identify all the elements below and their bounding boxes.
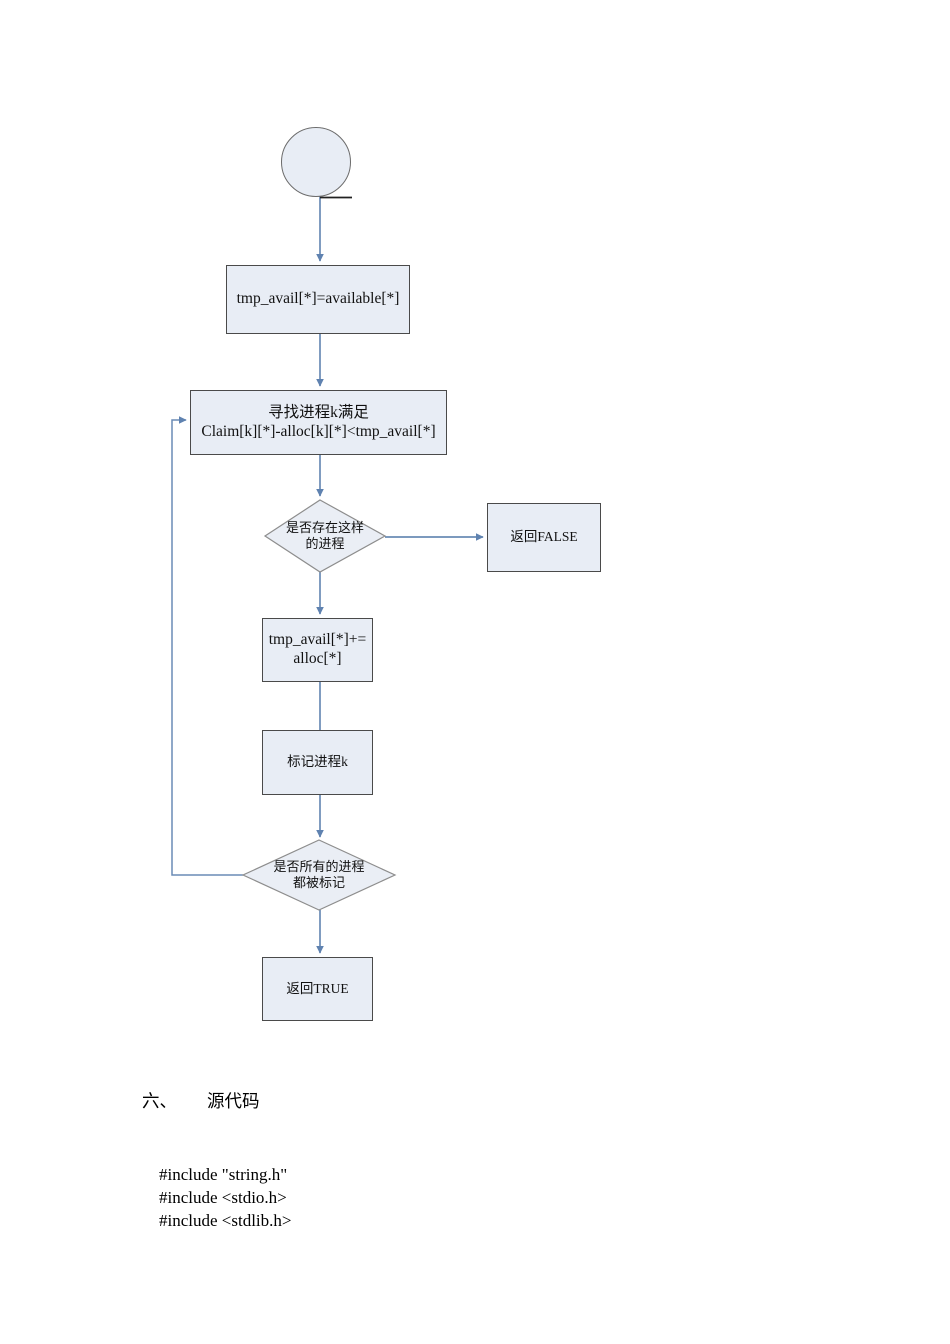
node-find-process-line1: 寻找进程k满足 xyxy=(268,403,369,421)
node-init-label: tmp_avail[*]=available[*] xyxy=(236,290,400,308)
node-decision-all-marked-line1: 是否所有的进程 xyxy=(273,859,365,875)
node-find-process-line2: Claim[k][*]-alloc[k][*]<tmp_avail[*] xyxy=(201,422,436,440)
node-decision-exists-line1: 是否存在这样 xyxy=(285,520,364,536)
section-number-label: 六、 xyxy=(142,1091,177,1111)
node-accumulate-line1: tmp_avail[*]+= xyxy=(268,631,367,649)
node-return-false[interactable]: 返回FALSE xyxy=(487,503,601,572)
node-return-true-label: 返回TRUE xyxy=(286,980,349,996)
code-line-0: #include "string.h" xyxy=(142,1145,287,1205)
code-line-1: #include <stdio.h> xyxy=(142,1168,287,1228)
node-init-tmp-avail[interactable]: tmp_avail[*]=available[*] xyxy=(226,265,410,334)
code-line-1-text: #include <stdio.h> xyxy=(159,1188,287,1207)
page-title: 源代码 xyxy=(207,1088,260,1113)
edge-loop-back-to-find xyxy=(171,416,243,876)
section-title-label: 源代码 xyxy=(207,1091,260,1111)
code-line-2: #include <stdlib.h> xyxy=(142,1191,292,1251)
section-number: 六、 xyxy=(142,1088,177,1113)
node-find-process[interactable]: 寻找进程k满足 Claim[k][*]-alloc[k][*]<tmp_avai… xyxy=(190,390,447,455)
node-mark-process-label: 标记进程k xyxy=(287,754,348,770)
node-decision-all-marked[interactable]: 是否所有的进程 都被标记 xyxy=(243,840,395,910)
node-return-true[interactable]: 返回TRUE xyxy=(262,957,373,1021)
node-mark-process[interactable]: 标记进程k xyxy=(262,730,373,795)
start-terminator[interactable] xyxy=(281,127,351,197)
node-decision-exists[interactable]: 是否存在这样 的进程 xyxy=(265,500,385,572)
node-return-false-label: 返回FALSE xyxy=(510,529,578,545)
flowchart-connectors xyxy=(171,196,484,954)
node-decision-all-marked-line2: 都被标记 xyxy=(292,875,345,890)
code-line-2-text: #include <stdlib.h> xyxy=(159,1211,292,1230)
node-accumulate[interactable]: tmp_avail[*]+= alloc[*] xyxy=(262,618,373,682)
code-line-0-text: #include "string.h" xyxy=(159,1165,288,1184)
node-accumulate-line2: alloc[*] xyxy=(293,650,342,667)
node-decision-exists-line2: 的进程 xyxy=(305,536,345,551)
